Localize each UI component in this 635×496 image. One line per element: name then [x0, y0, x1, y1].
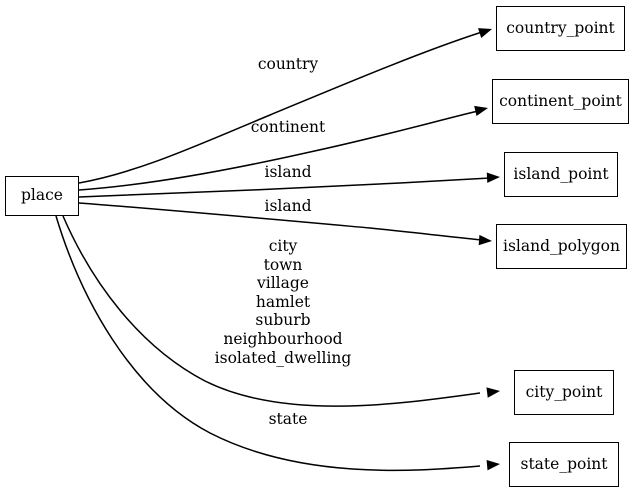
- node-state_point[interactable]: state_point: [509, 442, 619, 487]
- edge-arrowhead: [478, 28, 492, 38]
- edge-arrowhead: [486, 459, 500, 471]
- edge-label: country: [257, 54, 319, 73]
- edge-label: island: [264, 196, 312, 215]
- edge-label-line: isolated_dwelling: [214, 348, 352, 367]
- node-label: continent_point: [499, 91, 622, 110]
- edge-path: [78, 110, 479, 191]
- edge-label-line: hamlet: [255, 292, 311, 311]
- node-country_point[interactable]: country_point: [496, 6, 625, 51]
- node-island_point[interactable]: island_point: [504, 152, 618, 197]
- node-city_point[interactable]: city_point: [514, 370, 614, 415]
- edge-path: [78, 177, 491, 198]
- node-label: country_point: [506, 18, 615, 37]
- edge-arrowhead: [486, 387, 500, 398]
- edge-label: island: [264, 162, 312, 181]
- node-label: island_point: [513, 164, 609, 183]
- edge-arrowhead: [486, 172, 500, 183]
- edge-label-line: town: [263, 255, 303, 274]
- node-label: city_point: [525, 382, 603, 401]
- edge-arrowhead: [478, 234, 492, 246]
- node-island_polygon[interactable]: island_polygon: [496, 224, 627, 269]
- edge-label-line: city: [268, 236, 298, 255]
- node-label: state_point: [520, 454, 608, 473]
- edge-path: [78, 31, 483, 184]
- edge-label-line: village: [257, 274, 309, 293]
- node-label: place: [21, 186, 63, 205]
- edge-path: [78, 202, 483, 241]
- edge-arrowhead: [474, 105, 488, 116]
- node-place[interactable]: place: [5, 176, 79, 216]
- edge-label: state: [268, 409, 308, 428]
- edge-label-line: suburb: [255, 311, 311, 330]
- edge-path: [62, 215, 481, 407]
- edge-label-line: neighbourhood: [223, 329, 343, 348]
- edge-label: continent: [250, 117, 326, 136]
- edge-path: [55, 215, 481, 472]
- node-label: island_polygon: [503, 236, 620, 255]
- node-continent_point[interactable]: continent_point: [492, 79, 629, 124]
